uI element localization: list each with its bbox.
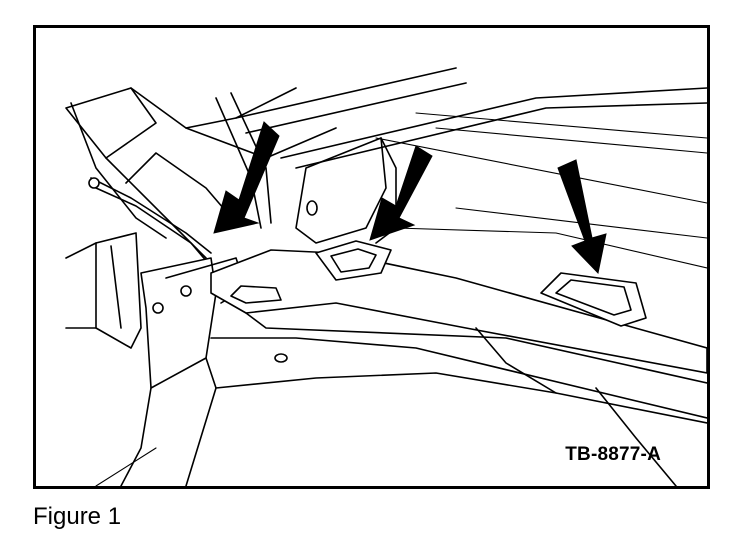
- clip-opening-right: [540, 272, 647, 327]
- figure-code: TB-8877-A: [565, 444, 661, 465]
- arrow-callout-1: [213, 121, 280, 234]
- inner-panel: [295, 137, 397, 244]
- figure-frame: TB-8877-A: [33, 25, 710, 489]
- background-structure: [65, 67, 707, 269]
- figure-caption: Figure 1: [33, 503, 122, 530]
- arrow-callout-3: [557, 159, 607, 275]
- cross-member: [95, 249, 707, 486]
- technical-illustration: [65, 67, 707, 486]
- left-bracket: [65, 232, 247, 486]
- arrow-callout-2: [369, 145, 433, 241]
- clip-opening-left: [315, 240, 392, 281]
